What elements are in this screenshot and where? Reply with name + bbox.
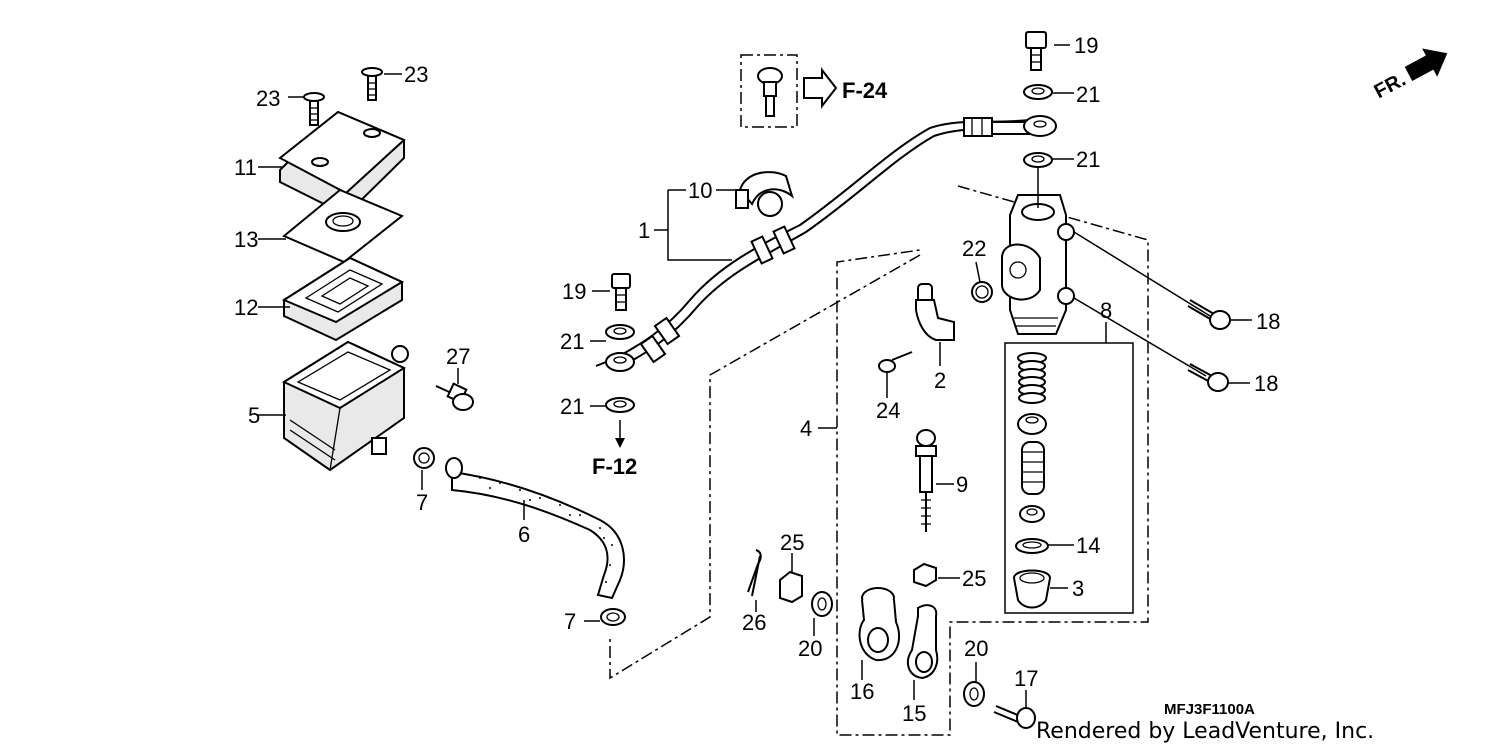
label-11: 11 — [234, 155, 257, 180]
label-12: 12 — [234, 295, 258, 320]
label-20-right: 20 — [964, 636, 988, 661]
screw-23-right — [361, 67, 383, 101]
label-18-upper: 18 — [1256, 309, 1280, 334]
label-20-left: 20 — [798, 636, 822, 661]
push-rod-9 — [915, 429, 937, 532]
hose-clamp-10 — [735, 171, 794, 217]
screw-23-left — [303, 92, 325, 126]
hose-clip-7-lower — [600, 608, 626, 626]
washer-21-c — [605, 397, 635, 413]
joint-elbow-2 — [915, 283, 955, 341]
washer-20-right — [963, 681, 985, 707]
primary-cup — [1017, 413, 1047, 435]
diaphragm-plate — [282, 188, 404, 264]
label-18-lower: 18 — [1254, 371, 1278, 396]
ref-bolt-f24 — [757, 67, 783, 117]
arrow-f24-icon — [803, 67, 838, 109]
bolt-18-lower — [1187, 363, 1229, 392]
secondary-cup — [1019, 505, 1045, 523]
label-3: 3 — [1072, 576, 1084, 601]
label-21-a: 21 — [1076, 82, 1100, 107]
reservoir-cap — [278, 110, 406, 217]
label-9: 9 — [956, 472, 968, 497]
nut-25-right — [913, 562, 937, 588]
boot-3 — [1012, 569, 1052, 609]
label-23-right: 23 — [404, 62, 428, 87]
label-25-left: 25 — [780, 530, 804, 555]
label-19-left: 19 — [562, 279, 586, 304]
brake-hose-1 — [610, 117, 1031, 370]
banjo-bolt-19-right — [1025, 31, 1047, 71]
label-21-c: 21 — [560, 394, 584, 419]
diagram-code: MFJ3F1100A — [1164, 701, 1255, 718]
front-direction-indicator: FR. — [1371, 48, 1448, 104]
assembly-outline-8 — [1004, 342, 1134, 614]
banjo-fitting-right — [1023, 115, 1057, 137]
diaphragm — [281, 256, 405, 342]
reservoir-body — [281, 340, 409, 472]
credit-text: Rendered by LeadVenture, Inc. — [1036, 719, 1374, 744]
label-14: 14 — [1076, 533, 1100, 558]
label-21-b: 21 — [560, 329, 584, 354]
label-27: 27 — [446, 344, 470, 369]
front-direction-label: FR. — [1371, 69, 1410, 104]
label-5: 5 — [248, 403, 260, 428]
label-26: 26 — [742, 610, 766, 635]
banjo-fitting-left — [595, 352, 635, 372]
label-4: 4 — [800, 416, 812, 441]
arrow-f12-icon — [615, 420, 625, 448]
washer-21-d — [1023, 152, 1053, 168]
reservoir-bolt-27 — [435, 382, 474, 411]
label-25-right: 25 — [962, 566, 986, 591]
cotter-pin-26 — [747, 549, 762, 597]
clevis-16 — [858, 587, 901, 662]
circlip-14 — [1015, 538, 1049, 554]
front-arrow-icon — [1404, 48, 1448, 81]
washer-20-left — [811, 591, 833, 617]
banjo-bolt-19-left — [611, 273, 631, 311]
assembly-outline-4 — [836, 185, 1149, 736]
piston — [1021, 441, 1045, 495]
label-8: 8 — [1100, 298, 1112, 323]
supply-hose-6 — [445, 457, 625, 600]
master-cylinder-body — [1001, 194, 1075, 335]
label-1: 1 — [638, 218, 650, 243]
o-ring-22 — [971, 281, 993, 303]
label-2: 2 — [934, 368, 946, 393]
label-21-d: 21 — [1076, 147, 1100, 172]
washer-21-a — [1023, 84, 1053, 100]
bolt-17 — [993, 705, 1036, 729]
clevis-15 — [906, 604, 939, 680]
nut-25-left — [779, 570, 803, 604]
washer-21-b — [605, 324, 635, 340]
label-7-upper: 7 — [416, 490, 428, 515]
label-13: 13 — [234, 227, 258, 252]
label-16: 16 — [850, 679, 874, 704]
label-24: 24 — [876, 398, 900, 423]
label-19-right: 19 — [1074, 33, 1098, 58]
label-15: 15 — [902, 701, 926, 726]
bolt-18-upper — [1187, 299, 1231, 330]
label-17: 17 — [1014, 666, 1038, 691]
piston-spring — [1017, 352, 1047, 404]
label-10: 10 — [688, 178, 712, 203]
assembly-outline-hose — [609, 254, 921, 680]
hose-clip-7-upper — [413, 447, 435, 469]
label-6: 6 — [518, 522, 530, 547]
ref-label-f24: F-24 — [842, 78, 888, 103]
ref-box-f24 — [740, 54, 798, 128]
ref-label-f12: F-12 — [592, 454, 637, 479]
screw-24 — [878, 351, 913, 373]
label-22: 22 — [962, 236, 986, 261]
leader-lines — [258, 44, 1252, 708]
label-23-left: 23 — [256, 86, 280, 111]
label-7-lower: 7 — [564, 609, 576, 634]
